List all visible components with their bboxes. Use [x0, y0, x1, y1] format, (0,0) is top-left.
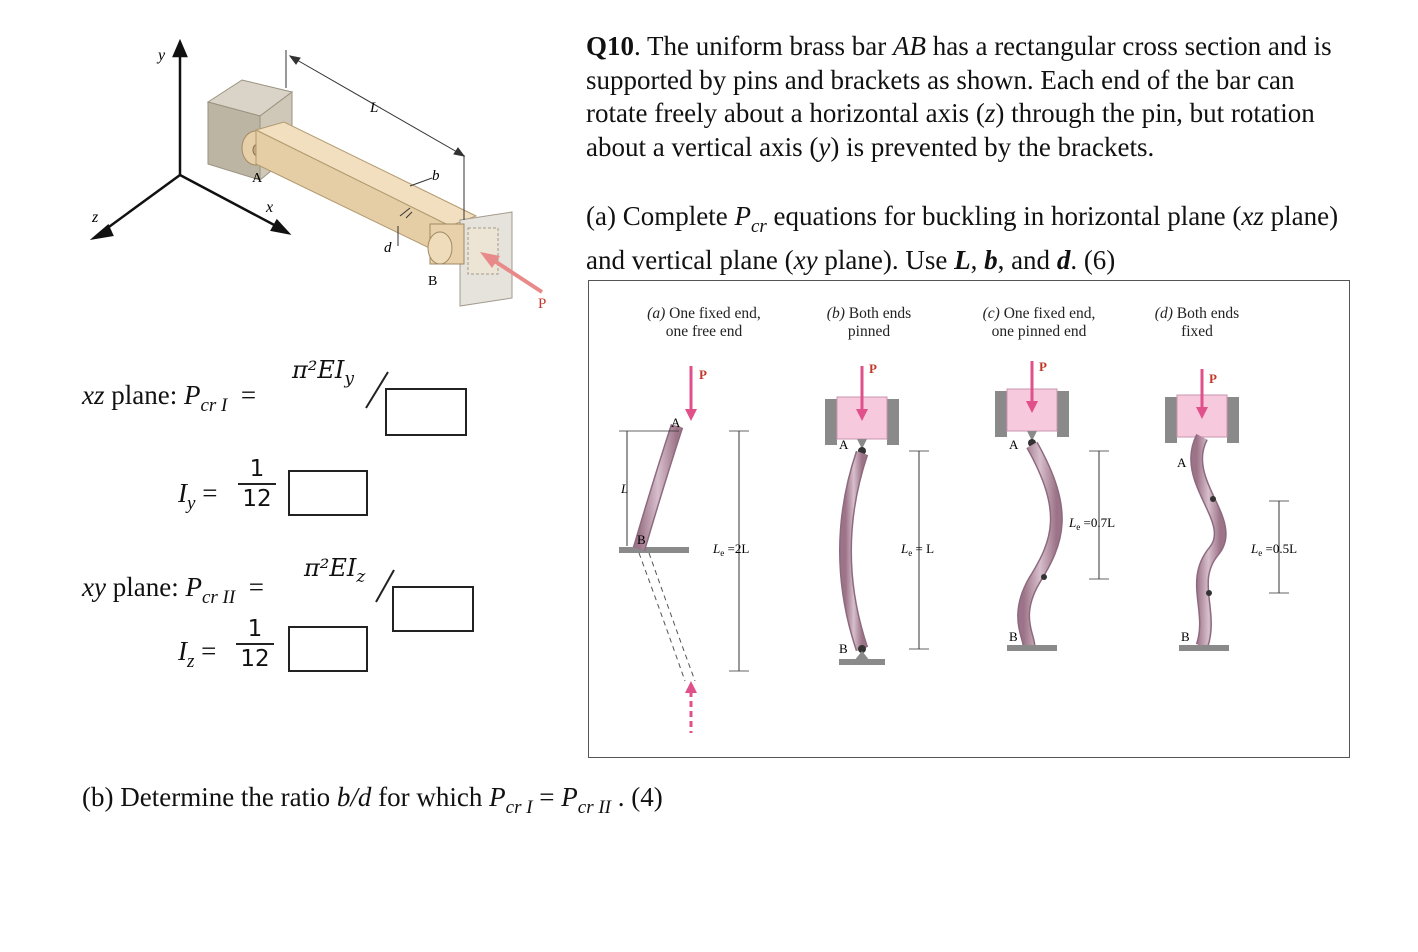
- label-d-depth: d: [384, 240, 392, 256]
- case-b-bottom-label: B: [839, 641, 848, 656]
- case-c-column: [995, 361, 1109, 651]
- case-d-column: [1165, 369, 1289, 651]
- case-b-load: P: [869, 361, 877, 376]
- xy-plane-equation-label: xy plane: Pcr II =: [82, 572, 264, 608]
- pcr1-denominator-input[interactable]: [385, 388, 467, 436]
- case-c-load: P: [1039, 359, 1047, 374]
- case-d-load: P: [1209, 371, 1217, 386]
- end-conditions-figure: (a) One fixed end,one free end (b) Both …: [588, 280, 1350, 758]
- case-c-bottom-label: B: [1009, 629, 1018, 644]
- case-a-top-label: A: [671, 415, 681, 430]
- iz-input[interactable]: [288, 626, 368, 672]
- question-number: Q10: [586, 31, 635, 61]
- case-d-le-label: Le =0.5L: [1250, 541, 1297, 558]
- fraction-slash-2: [375, 569, 395, 603]
- bracket-b: [427, 211, 513, 307]
- case-d-bottom-label: B: [1181, 629, 1190, 644]
- label-a: A: [252, 171, 263, 186]
- label-b-width: b: [432, 168, 440, 184]
- iy-label: Iy =: [178, 478, 218, 514]
- iy-input[interactable]: [288, 470, 368, 516]
- iz-label: Iz =: [178, 636, 217, 672]
- xz-plane-equation-label: xz plane: Pcr I =: [82, 380, 257, 416]
- axis-y-label: y: [156, 47, 166, 64]
- columns-svg: P A B L Le =2L P A B Le = L: [619, 359, 1297, 733]
- pcr2-denominator-input[interactable]: [392, 586, 474, 632]
- label-l: L: [369, 100, 378, 116]
- case-c-top-label: A: [1009, 437, 1019, 452]
- part-b-text: (b) Determine the ratio b/d for which Pc…: [82, 782, 663, 818]
- case-c-caption: (c) One fixed end,one pinned end: [982, 305, 1096, 340]
- case-a-load: P: [699, 367, 707, 382]
- axis-z-label: z: [91, 209, 99, 226]
- bar-ab-figure: y z x A B L b d P: [89, 38, 546, 312]
- part-a-text: (a) Complete Pcr equations for buckling …: [586, 201, 1339, 275]
- case-d-top-label: A: [1177, 455, 1187, 470]
- label-b: B: [428, 274, 437, 289]
- load-p-arrow: [480, 252, 544, 294]
- case-a-column: [619, 366, 749, 733]
- bar-body: [254, 121, 478, 259]
- case-a-caption: (a) One fixed end,one free end: [647, 305, 761, 340]
- pcr2-numerator: π²EIz: [304, 554, 366, 587]
- case-b-column: [825, 366, 929, 665]
- case-a-length-label: L: [620, 481, 628, 496]
- axis-x-label: x: [265, 199, 273, 216]
- coordinate-axes: [89, 38, 292, 240]
- question-text: Q10. The uniform brass bar AB has a rect…: [586, 31, 1332, 162]
- fraction-slash-1: [365, 371, 389, 409]
- label-p: P: [538, 296, 546, 312]
- case-b-le-label: Le = L: [900, 541, 934, 558]
- pcr1-numerator: π²EIy: [292, 356, 355, 389]
- case-c-le-label: Le =0.7L: [1068, 515, 1115, 532]
- case-a-bottom-label: B: [637, 532, 646, 547]
- case-b-top-label: A: [839, 437, 849, 452]
- case-a-le-label: Le =2L: [712, 541, 749, 558]
